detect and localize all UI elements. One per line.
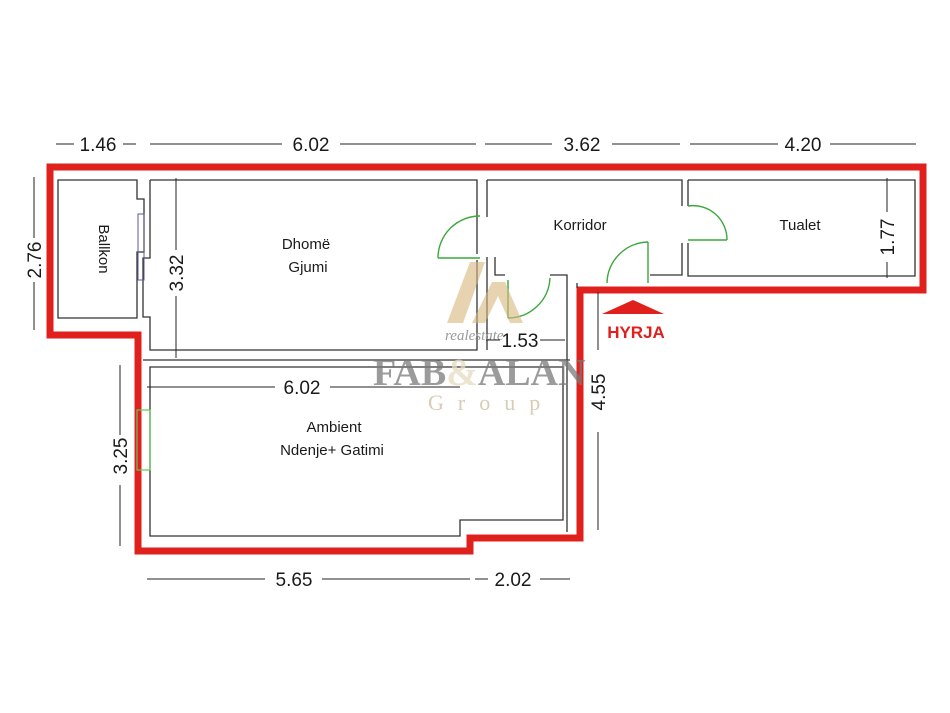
dimension-lines bbox=[33, 143, 916, 580]
dim-top-toilet: 4.20 bbox=[785, 135, 822, 156]
entrance-label: HYRJA bbox=[607, 323, 665, 342]
room-label-living-1: Ambient bbox=[306, 419, 362, 436]
dim-right-height: 4.55 bbox=[589, 374, 610, 411]
apartment-outline bbox=[46, 163, 927, 555]
walls bbox=[57, 179, 916, 537]
room-label-toilet: Tualet bbox=[779, 217, 821, 234]
dim-living-height: 3.25 bbox=[111, 438, 132, 475]
living-window bbox=[136, 409, 151, 471]
watermark-brand: FAB&ALAN bbox=[373, 352, 586, 394]
dim-bedroom-height: 3.32 bbox=[167, 255, 188, 292]
watermark-logo bbox=[447, 262, 523, 323]
room-label-balcony: Ballkon bbox=[95, 224, 112, 273]
room-label-corridor: Korridor bbox=[553, 217, 606, 234]
dim-bottom-living: 5.65 bbox=[276, 570, 313, 591]
balcony-window bbox=[137, 213, 145, 281]
room-label-bedroom-2: Gjumi bbox=[288, 259, 327, 276]
dim-bottom-step: 2.02 bbox=[495, 570, 532, 591]
dim-living-width: 6.02 bbox=[284, 378, 321, 399]
watermark-sub: Group bbox=[428, 390, 554, 415]
watermark-tag: realestate bbox=[445, 328, 504, 344]
entrance-arrow-icon bbox=[602, 300, 664, 314]
dim-top-bedroom: 6.02 bbox=[293, 135, 330, 156]
dim-corridor-step: 1.53 bbox=[502, 331, 539, 352]
dim-top-corridor: 3.62 bbox=[564, 135, 601, 156]
room-label-bedroom-1: Dhomë bbox=[282, 236, 330, 253]
dim-balcony-height: 2.76 bbox=[25, 242, 46, 279]
dim-toilet-height: 1.77 bbox=[878, 219, 899, 256]
dim-top-balcony: 1.46 bbox=[80, 135, 117, 156]
room-label-living-2: Ndenje+ Gatimi bbox=[280, 442, 384, 459]
